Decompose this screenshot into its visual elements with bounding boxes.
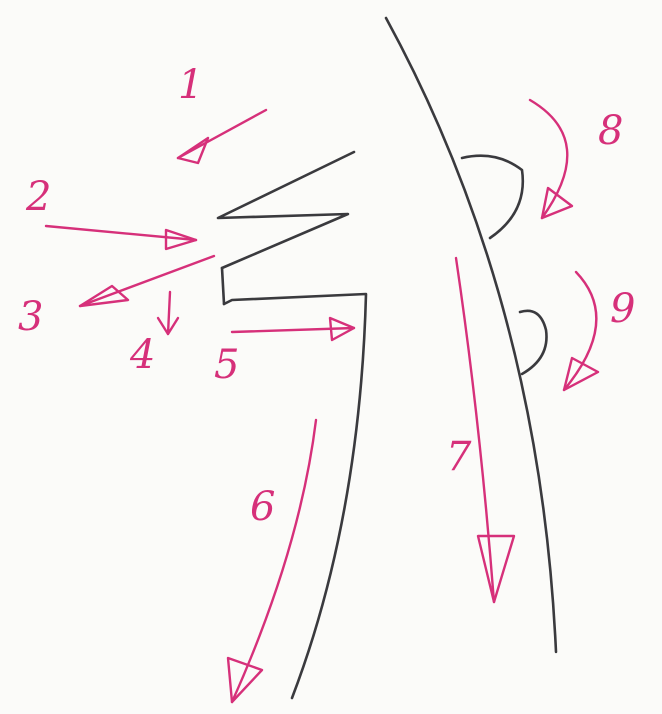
ink-lower-bump	[520, 311, 547, 374]
ink-hook-stroke	[224, 294, 366, 698]
arrow-6-icon	[228, 420, 316, 702]
annotation-arrows	[46, 100, 598, 702]
stroke-number: 8	[598, 108, 623, 154]
arrow-2-icon	[46, 226, 196, 249]
ink-left-vertical	[222, 268, 224, 304]
arrow-7-icon	[456, 258, 514, 602]
stroke-number: 6	[250, 484, 275, 530]
stroke-number: 7	[446, 434, 472, 480]
arrow-5-icon	[232, 318, 354, 340]
stroke-number: 1	[178, 62, 203, 108]
stroke-number: 2	[25, 174, 51, 220]
stroke-number: 3	[18, 294, 43, 340]
character-drawing	[218, 18, 556, 698]
stroke-number: 5	[214, 342, 239, 388]
arrow-9-icon	[564, 272, 598, 390]
ink-top-zigzag	[218, 152, 354, 268]
arrow-1-icon	[178, 110, 266, 163]
arrow-4-icon	[158, 292, 178, 334]
stroke-number: 4	[129, 332, 155, 378]
stroke-number: 9	[610, 286, 635, 332]
arrow-8-icon	[530, 100, 572, 218]
ink-upper-bump	[462, 156, 523, 238]
ink-long-curve	[386, 18, 556, 652]
arrow-3-icon	[80, 256, 214, 306]
